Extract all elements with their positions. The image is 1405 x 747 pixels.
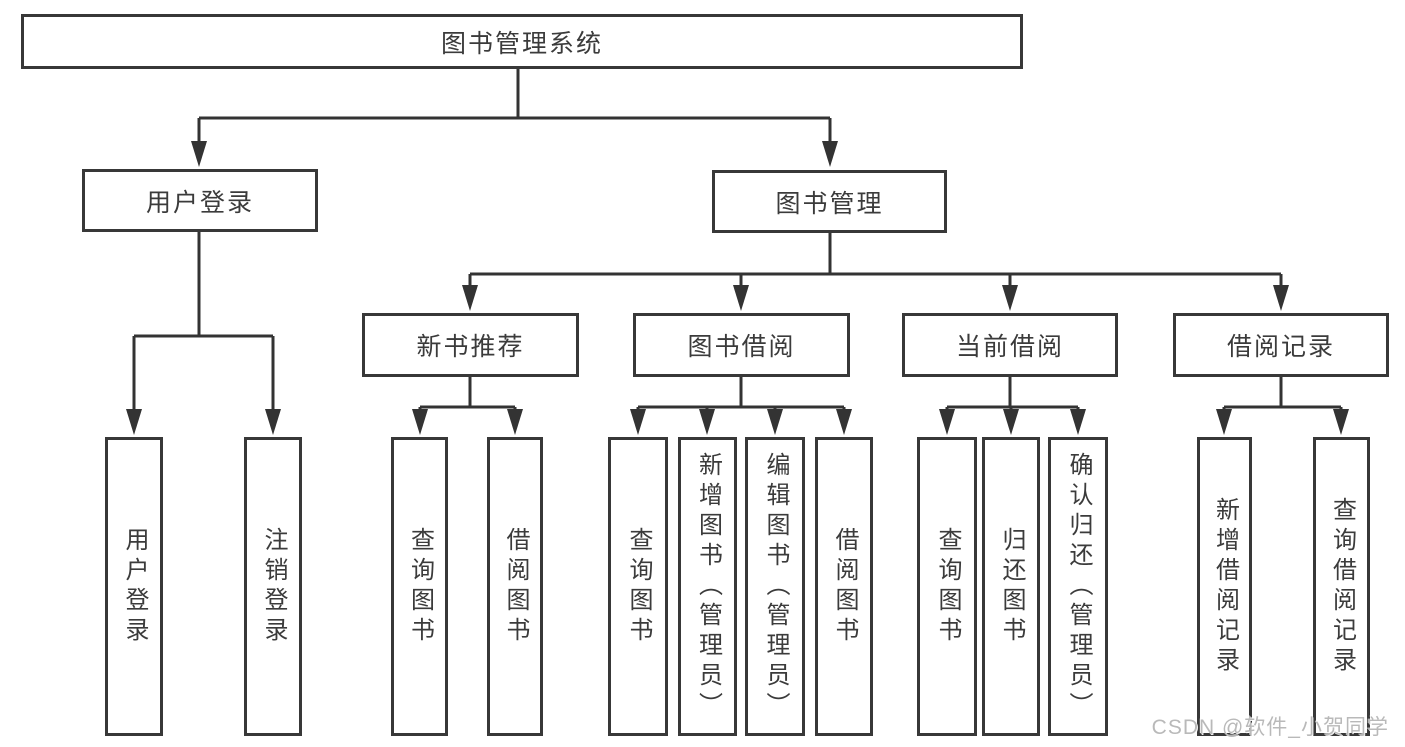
- node-label: 借阅图书: [831, 526, 858, 647]
- leaf-add-borrow-record: 新增借阅记录: [1197, 437, 1252, 736]
- edge-userlogin-to-leaves: [132, 232, 275, 410]
- leaf-borrow-book-recommend: 借阅图书: [487, 437, 543, 736]
- leaf-query-book-recommend: 查询图书: [391, 437, 448, 736]
- node-user-login: 用户登录: [82, 169, 318, 232]
- leaf-query-book-current: 查询图书: [917, 437, 977, 736]
- node-label: 确认归还（管理员）: [1065, 451, 1092, 722]
- arrowhead-icon: [1070, 409, 1086, 435]
- arrowhead-icon: [507, 409, 523, 435]
- arrowhead-icon: [822, 141, 838, 167]
- arrowhead-icon: [699, 409, 715, 435]
- node-label: 编辑图书（管理员）: [762, 451, 789, 722]
- node-label: 用户登录: [145, 188, 254, 217]
- leaf-add-book-admin: 新增图书（管理员）: [678, 437, 737, 736]
- arrowhead-icon: [1003, 409, 1019, 435]
- arrowhead-icon: [767, 409, 783, 435]
- node-root-system: 图书管理系统: [21, 14, 1023, 69]
- node-book-borrow: 图书借阅: [633, 313, 850, 377]
- leaf-query-book-borrow: 查询图书: [608, 437, 668, 736]
- edge-root-to-level2: [197, 69, 832, 142]
- edge-level3-to-leaves: [418, 377, 1343, 410]
- node-label: 借阅图书: [502, 526, 529, 647]
- node-label: 注销登录: [260, 526, 287, 647]
- node-label: 查询图书: [625, 526, 652, 647]
- arrowhead-icon: [1333, 409, 1349, 435]
- arrowhead-icon: [412, 409, 428, 435]
- arrowhead-icon: [126, 409, 142, 435]
- node-label: 新书推荐: [416, 333, 525, 361]
- arrowhead-icon: [1002, 285, 1018, 311]
- node-label: 图书管理: [775, 189, 884, 218]
- arrowhead-icon: [265, 409, 281, 435]
- node-label: 图书借阅: [687, 333, 796, 361]
- node-label: 图书管理系统: [440, 29, 603, 58]
- node-label: 新增借阅记录: [1211, 496, 1239, 677]
- node-label: 借阅记录: [1226, 333, 1335, 361]
- leaf-query-borrow-record: 查询借阅记录: [1313, 437, 1370, 736]
- leaf-return-book: 归还图书: [982, 437, 1040, 736]
- arrowhead-icon: [836, 409, 852, 435]
- node-label: 查询图书: [934, 526, 961, 647]
- arrowhead-icon: [733, 285, 749, 311]
- arrowhead-icon: [462, 285, 478, 311]
- node-label: 查询借阅记录: [1328, 496, 1356, 677]
- leaf-user-login: 用户登录: [105, 437, 163, 736]
- node-book-management: 图书管理: [712, 170, 947, 233]
- arrowhead-icon: [191, 141, 207, 167]
- node-current-borrow: 当前借阅: [902, 313, 1118, 377]
- arrowhead-icon: [630, 409, 646, 435]
- csdn-watermark: CSDN @软件_小贺同学: [1151, 716, 1389, 739]
- leaf-logout: 注销登录: [244, 437, 302, 736]
- node-label: 查询图书: [406, 526, 434, 647]
- arrowheads: [126, 141, 1349, 435]
- leaf-borrow-book: 借阅图书: [815, 437, 873, 736]
- node-label: 当前借阅: [955, 333, 1064, 361]
- node-label: 归还图书: [998, 526, 1025, 647]
- arrowhead-icon: [1216, 409, 1232, 435]
- leaf-confirm-return-admin: 确认归还（管理员）: [1048, 437, 1108, 736]
- node-label: 新增图书（管理员）: [694, 451, 722, 722]
- edge-bookmgmt-to-level3: [468, 233, 1283, 286]
- node-borrow-records: 借阅记录: [1173, 313, 1389, 377]
- arrowhead-icon: [939, 409, 955, 435]
- leaf-edit-book-admin: 编辑图书（管理员）: [745, 437, 805, 736]
- arrowhead-icon: [1273, 285, 1289, 311]
- node-new-book-recommend: 新书推荐: [362, 313, 579, 377]
- node-label: 用户登录: [121, 526, 148, 647]
